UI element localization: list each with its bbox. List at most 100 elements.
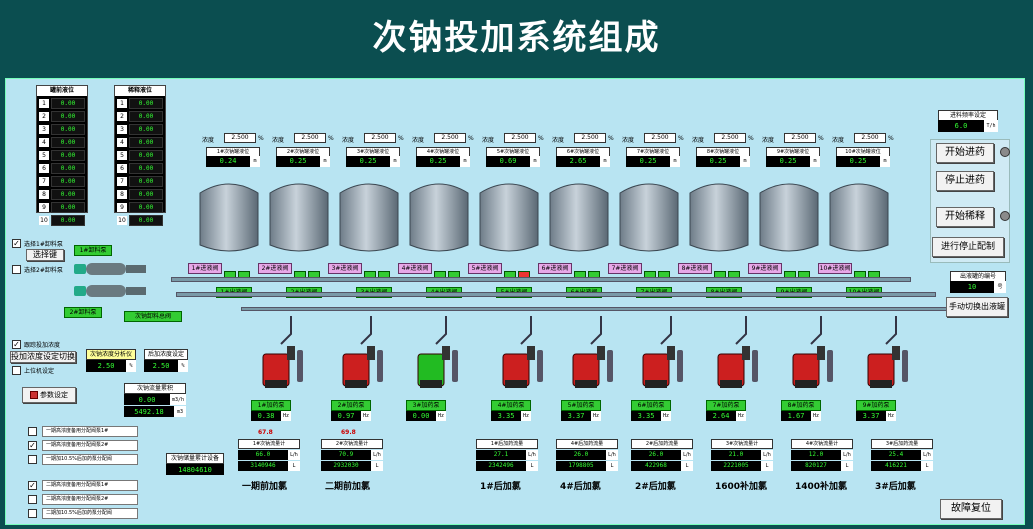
stop-prep-button[interactable]: 进行停止配制 (932, 237, 1004, 257)
conc-input[interactable]: 2.500 (784, 133, 816, 143)
level-row-index: 3 (117, 124, 127, 134)
start-dilute-button[interactable]: 开始稀释 (936, 207, 994, 227)
level-row-value: 0.00 (129, 123, 163, 135)
level-display: 0.25 m (346, 156, 400, 167)
dosing-pump-8[interactable] (781, 314, 841, 404)
dosing-pump-5[interactable] (561, 314, 621, 404)
tank-no-unit: 号 (994, 281, 1006, 293)
conc-input[interactable]: 2.500 (224, 133, 256, 143)
level-unit: m (740, 156, 750, 167)
dosing-pump-3[interactable] (406, 314, 466, 404)
conc-input[interactable]: 2.500 (294, 133, 326, 143)
level-row-value: 0.00 (51, 214, 85, 226)
dosing-pump-6[interactable] (631, 314, 691, 404)
menu-item[interactable]: 一期高浓度备用分配阀泵2# (42, 440, 138, 451)
page-title: 次钠投加系统组成 (372, 18, 661, 58)
menu-checkbox[interactable] (28, 509, 37, 518)
menu-item[interactable]: 二期加10.5%后加药泵分配阀 (42, 508, 138, 519)
param-set-button[interactable]: 参数设定 (22, 387, 76, 403)
level-row-index: 7 (39, 176, 49, 186)
dosing-pump-2[interactable] (331, 314, 391, 404)
level-value: 0.25 (849, 157, 867, 165)
unload-pump2-tag: 2#卸料泵 (64, 307, 102, 318)
level-unit: m (880, 156, 890, 167)
conc-input[interactable]: 2.500 (854, 133, 886, 143)
fault-reset-button[interactable]: 故障复位 (940, 499, 1002, 519)
conc-input[interactable]: 2.500 (364, 133, 396, 143)
flow-rate: 66.0 (255, 451, 271, 458)
level-row-value: 0.00 (129, 188, 163, 200)
outlet-pipe (176, 292, 936, 297)
unload-pump-1[interactable] (74, 261, 154, 277)
upper-checkbox[interactable] (12, 366, 21, 375)
level-row-index: 3 (39, 124, 49, 134)
conc-unit: % (258, 135, 264, 142)
conc-label: 浓度 (412, 137, 425, 144)
dosing-pump-1[interactable] (251, 314, 311, 404)
feed-set-value[interactable]: 6.0 T/h (938, 120, 998, 132)
pump-tag: 3#加药泵 (406, 400, 446, 411)
menu-checkbox[interactable]: ✓ (28, 441, 37, 450)
start-feed-button[interactable]: 开始进药 (936, 143, 994, 163)
conc-input[interactable]: 2.500 (644, 133, 676, 143)
stop-feed-button[interactable]: 停止进药 (936, 171, 994, 191)
menu-checkbox[interactable] (28, 455, 37, 464)
level-row-value: 0.00 (129, 175, 163, 187)
menu-item[interactable]: 二期高浓度备用分配阀泵2# (42, 494, 138, 505)
level-table-2-header: 稀释液位 (115, 86, 165, 96)
tank-no-value[interactable]: 10 号 (950, 281, 1006, 293)
conc-input[interactable]: 2.500 (574, 133, 606, 143)
header-pipe (171, 277, 911, 282)
conc-label: 浓度 (692, 137, 705, 144)
menu-item[interactable]: 一期高浓度备用分配阀泵1# (42, 426, 138, 437)
flow-total: 2342496 (488, 462, 514, 469)
flow-rate-unit: L/h (526, 450, 538, 460)
pump2-checkbox[interactable] (12, 265, 21, 274)
dosing-pump-7[interactable] (706, 314, 766, 404)
inlet-valve-tag: 8#进液阀 (678, 263, 712, 274)
post-conc-value[interactable]: 2.50 % (144, 360, 188, 372)
conc-input[interactable]: 2.500 (434, 133, 466, 143)
level-value: 0.25 (709, 157, 727, 165)
follow-checkbox[interactable]: ✓ (12, 340, 21, 349)
pump-freq: 0.38 (257, 412, 275, 420)
feed-indicator-lamp (1000, 147, 1010, 157)
menu-item[interactable]: 一期加10.5%后加药泵分配阀 (42, 454, 138, 465)
switch-tank-button[interactable]: 手动切换出液罐 (946, 297, 1008, 317)
select-button[interactable]: 选择键 (26, 249, 64, 261)
level-row-index: 1 (39, 98, 49, 108)
menu-item[interactable]: 二期高浓度备用分配阀泵1# (42, 480, 138, 491)
dosing-pump-4[interactable] (491, 314, 551, 404)
menu-checkbox[interactable]: ✓ (28, 481, 37, 490)
level-value: 0.25 (289, 157, 307, 165)
conc-set-switch-button[interactable]: 投加浓度设定切换 (10, 351, 76, 363)
conc-label: 浓度 (482, 137, 495, 144)
conc-input[interactable]: 2.500 (504, 133, 536, 143)
menu-checkbox[interactable] (28, 495, 37, 504)
header: 次钠投加系统组成 (0, 0, 1033, 76)
pump-freq-unit: Hz (811, 411, 821, 421)
unload-pump-2[interactable] (74, 283, 154, 299)
conc-input[interactable]: 2.500 (714, 133, 746, 143)
level-unit: m (600, 156, 610, 167)
pump-freq-unit: Hz (591, 411, 601, 421)
pump-graphic (792, 316, 833, 388)
level-row-index: 6 (39, 163, 49, 173)
tank-2: 浓度 2.500 % 2#次钠罐液位 0.25 m 2#进液阀 2#出液阀 (258, 133, 336, 298)
flow-total: 1798805 (568, 462, 594, 469)
menu-checkbox[interactable] (28, 427, 37, 436)
level-row-value: 0.00 (51, 110, 85, 122)
dosing-area-label: 1600补加氯 (715, 482, 768, 492)
pump1-checkbox[interactable]: ✓ (12, 239, 21, 248)
dosing-pump-9[interactable] (856, 314, 916, 404)
